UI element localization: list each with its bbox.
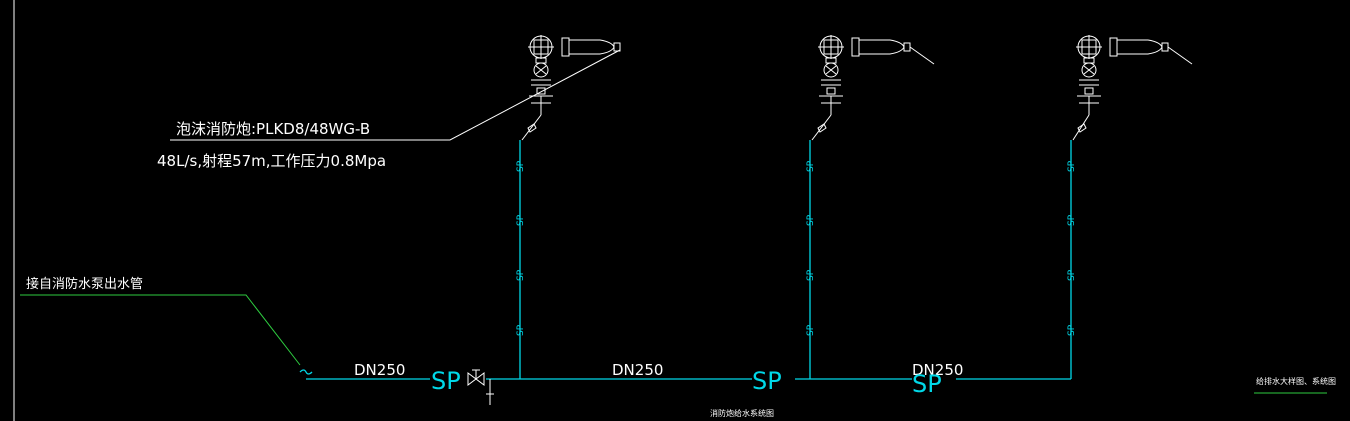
foam-monitor-1: [521, 35, 621, 141]
inlet-annotation: 接自消防水泵出水管: [20, 276, 301, 366]
pipe-code-large-2: SP: [752, 367, 782, 395]
inlet-label: 接自消防水泵出水管: [26, 276, 143, 292]
pipe-code-large-3: SP: [912, 370, 942, 398]
riser-code: SP: [1067, 160, 1077, 172]
right-title-block: 给排水大样图、系统图: [1254, 376, 1336, 394]
riser-code: SP: [806, 214, 816, 226]
main-pipe: [299, 369, 1071, 380]
monitor-leader-line: [170, 49, 621, 141]
pipe-size-label-1: DN250: [354, 361, 405, 379]
right-title: 给排水大样图、系统图: [1256, 376, 1336, 386]
pipe-code-large-1: SP: [431, 367, 461, 395]
riser-code: SP: [806, 160, 816, 172]
riser-3: SP SP SP SP: [1067, 35, 1193, 379]
monitor-model-label: 泡沫消防炮:PLKD8/48WG-B: [176, 120, 370, 138]
riser-code: SP: [516, 214, 526, 226]
riser-1: SP SP SP SP: [516, 35, 621, 379]
pipe-break-symbol: [299, 369, 313, 375]
foam-monitor-3: [1072, 35, 1193, 141]
monitor-spec-label: 48L/s,射程57m,工作压力0.8Mpa: [157, 152, 386, 170]
riser-code: SP: [1067, 269, 1077, 281]
riser-2: SP SP SP SP: [806, 35, 935, 379]
pipe-size-label-3: DN250: [912, 361, 963, 379]
riser-code: SP: [516, 160, 526, 172]
riser-code: SP: [516, 324, 526, 336]
riser-code: SP: [516, 269, 526, 281]
riser-code: SP: [806, 269, 816, 281]
monitor-spec-annotation: 泡沫消防炮:PLKD8/48WG-B 48L/s,射程57m,工作压力0.8Mp…: [157, 49, 621, 170]
riser-code: SP: [1067, 214, 1077, 226]
foam-monitor-2: [811, 35, 935, 141]
inlet-leader-line: [20, 294, 301, 366]
pipe-size-label-2: DN250: [612, 361, 663, 379]
riser-code: SP: [1067, 324, 1077, 336]
riser-code: SP: [806, 324, 816, 336]
system-diagram-title: 消防炮给水系统图: [710, 408, 774, 418]
gate-valve: [467, 369, 494, 405]
